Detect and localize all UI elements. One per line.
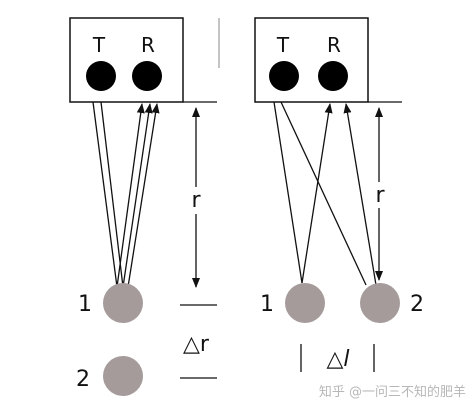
left-receiver-antenna	[132, 61, 162, 91]
left-receiver-label: R	[141, 33, 155, 57]
right-range-label: r	[375, 183, 385, 208]
right-receiver-label: R	[327, 33, 341, 57]
right-antenna-box	[254, 17, 369, 103]
left-target-2-label: 2	[76, 367, 90, 392]
left-target-1	[103, 283, 143, 323]
right-tx-path-1	[273, 101, 303, 284]
right-tx-path-2	[280, 101, 367, 286]
right-target-1-label: 1	[260, 292, 274, 317]
right-rx-path-1	[301, 103, 333, 284]
right-rx-path-2	[343, 103, 377, 286]
right-transmitter-antenna	[269, 61, 299, 91]
left-tx-path-2	[100, 101, 124, 288]
left-rx-path-2	[122, 103, 153, 288]
right-target-1	[285, 283, 325, 323]
left-rx-path-1	[116, 103, 145, 288]
right-transmitter-label: T	[276, 33, 290, 57]
left-panel: T R 1 2 r △r	[69, 17, 217, 396]
right-resolution-label: △l	[326, 347, 349, 372]
right-target-2	[360, 283, 400, 323]
left-transmitter-label: T	[92, 33, 106, 57]
left-target-1-label: 1	[78, 292, 92, 317]
left-resolution-label: △r	[183, 332, 210, 357]
left-target-2	[103, 356, 143, 396]
left-rx-path-3	[127, 103, 160, 288]
right-receiver-antenna	[318, 61, 348, 91]
left-tx-path-1	[92, 101, 118, 288]
left-range-label: r	[191, 188, 201, 213]
left-transmitter-antenna	[86, 61, 116, 91]
watermark-text: 知乎 @一问三不知的肥羊	[319, 384, 466, 400]
right-target-2-label: 2	[410, 292, 424, 317]
left-antenna-box	[69, 17, 184, 103]
right-panel: T R 1 2 r △l	[254, 17, 424, 372]
